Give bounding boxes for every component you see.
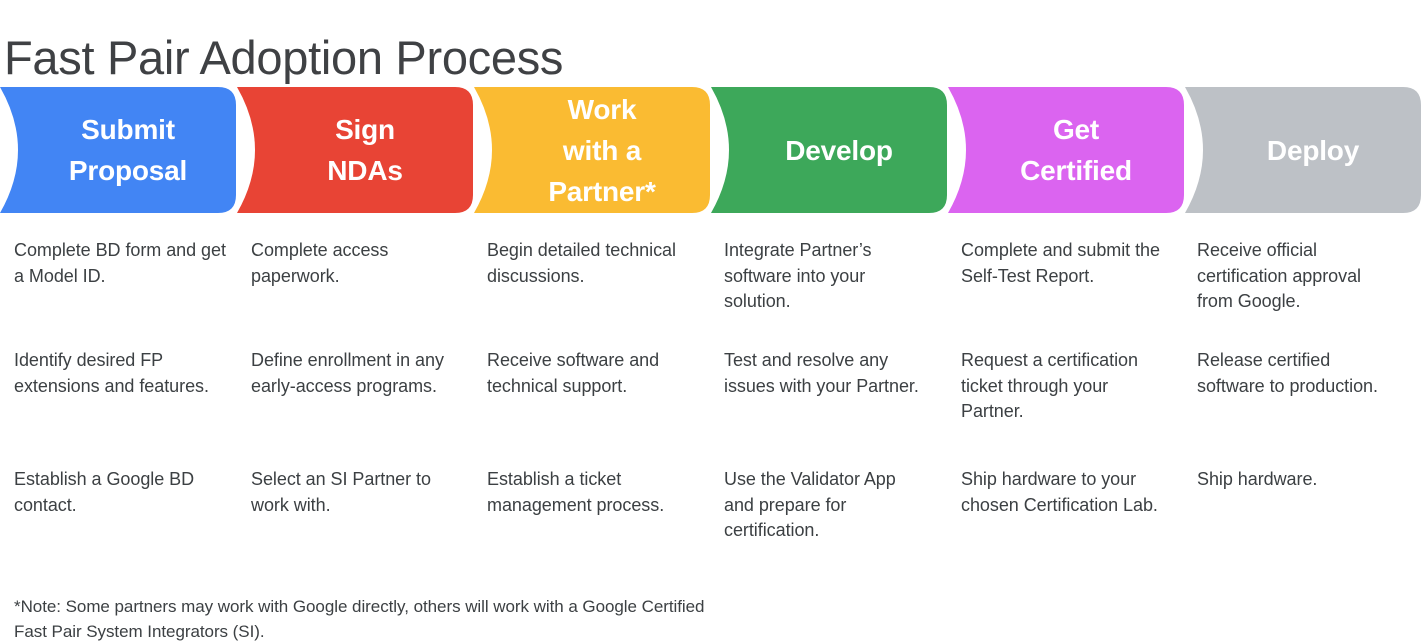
process-step-label-line: Get [1052, 114, 1100, 145]
detail-item: Request a certification ticket through y… [961, 350, 1138, 421]
process-step-work-with-a-partner[interactable]: Work with a Partner* [474, 87, 710, 213]
detail-item: Use the Validator App and prepare for ce… [724, 469, 896, 540]
detail-item: Establish a ticket management process. [487, 469, 665, 515]
process-step-label-line: Proposal [68, 155, 188, 186]
chevron-shape-submit-proposal [0, 87, 236, 213]
process-step-label-line: Develop [785, 134, 893, 166]
chevron-shape-sign-ndas [237, 87, 473, 213]
detail-item: Test and resolve any issues with your Pa… [724, 350, 919, 396]
process-step-label-deploy: Deploy [1185, 87, 1421, 213]
process-step-deploy[interactable]: Deploy [1185, 87, 1421, 213]
chevron-shape-work-with-a-partner [474, 87, 710, 213]
process-step-label-line: Deploy [1266, 134, 1360, 166]
process-step-label-line: Partner* [548, 175, 656, 207]
page-title: Fast Pair Adoption Process [4, 31, 564, 85]
details-grid: Complete BD form and get a Model ID. Iden… [0, 238, 1423, 568]
process-step-label-line: Sign [335, 114, 395, 145]
footnote-note: *Note: Some partners may work with Googl… [14, 597, 705, 641]
process-step-develop[interactable]: Develop [711, 87, 947, 213]
detail-item: Begin detailed technical discussions. [487, 240, 676, 286]
detail-item: Receive software and technical support. [487, 350, 660, 396]
detail-item: Release certified software to production… [1197, 350, 1378, 396]
process-step-label-line: Submit [81, 114, 175, 145]
detail-item: Complete access paperwork. [251, 240, 389, 286]
chevron-shape-get-certified [948, 87, 1184, 213]
process-step-label-work-with-a-partner: Work with a Partner* [474, 87, 710, 213]
process-step-label-line: with a [562, 134, 642, 166]
detail-item: Define enrollment in any early-access pr… [251, 350, 444, 396]
process-step-label-develop: Develop [711, 87, 947, 213]
process-step-label-line: Certified [1020, 155, 1132, 186]
detail-item: Ship hardware. [1197, 469, 1318, 489]
detail-item: Integrate Partner’s software into your s… [724, 240, 872, 311]
process-step-label-line: NDAs [327, 155, 403, 186]
process-step-label-line: Work [567, 93, 637, 125]
detail-item: Identify desired FP extensions and featu… [14, 350, 209, 396]
detail-item: Receive official certification approval … [1197, 240, 1361, 311]
detail-item: Select an SI Partner to work with. [251, 469, 431, 515]
detail-item: Establish a Google BD contact. [14, 469, 195, 515]
detail-item: Ship hardware to your chosen Certificati… [961, 469, 1158, 515]
chevron-shape-deploy [1185, 87, 1421, 213]
detail-item: Complete and submit the Self-Test Report… [961, 240, 1160, 286]
chevron-shape-develop [711, 87, 947, 213]
detail-item: Complete BD form and get a Model ID. [14, 240, 226, 286]
